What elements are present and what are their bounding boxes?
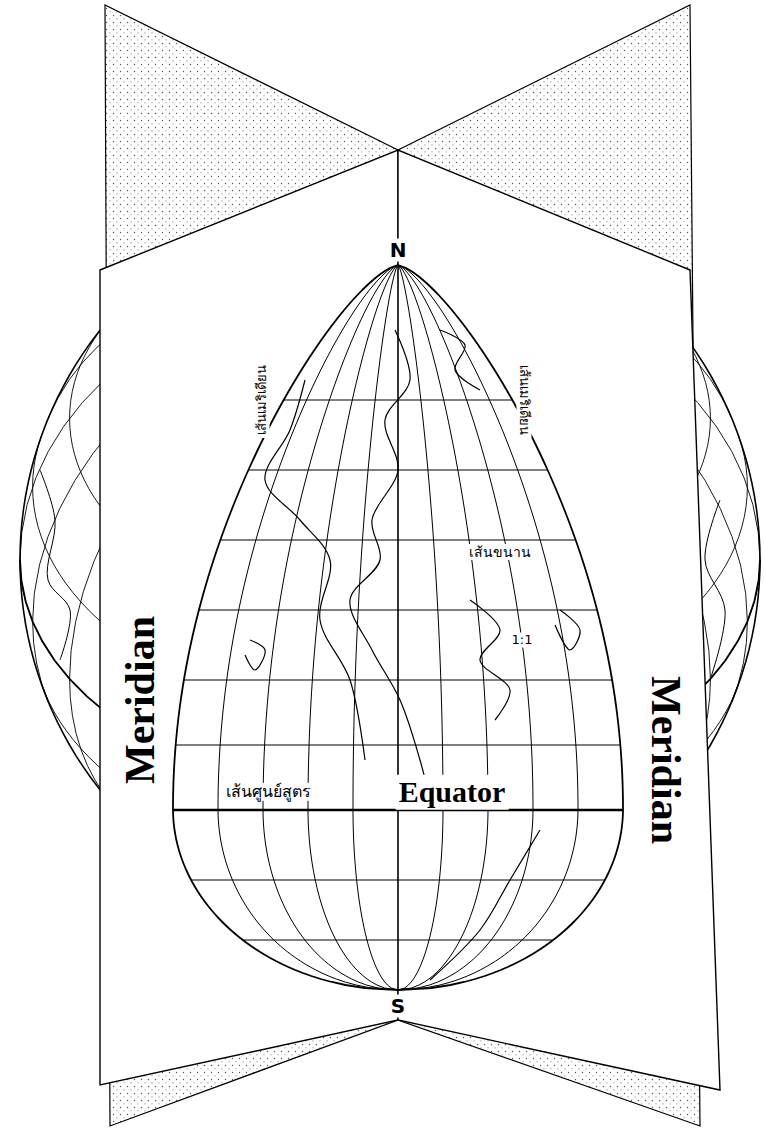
coastline [350, 330, 430, 800]
coastline [245, 640, 265, 670]
coastline [265, 380, 365, 760]
coastline [430, 830, 540, 980]
meridian-label: Meridian [116, 613, 164, 787]
gore-ground [173, 265, 623, 990]
meridian-label-thai: เส้นเมริเดียน [255, 362, 270, 438]
gore-parallel [158, 880, 638, 881]
gore-meridian [353, 265, 398, 990]
gore-meridian [218, 265, 398, 990]
gore-meridian [398, 265, 488, 990]
equator-label: Equator [396, 775, 509, 810]
gore-meridian [398, 265, 533, 990]
meridian-label-thai: เส้นเมริเดียน [517, 362, 532, 438]
gore-meridian [398, 265, 578, 990]
pole-letter: N [387, 239, 410, 262]
pole-letter: S [388, 995, 408, 1018]
gore-meridian [398, 265, 443, 990]
equator-label-thai: เส้นศูนย์สูตร [223, 783, 314, 801]
gore-parallel [158, 540, 638, 541]
coastline [705, 500, 725, 680]
gore-parallel [158, 610, 638, 611]
gore-parallel [158, 940, 638, 941]
scale-label: 1:1 [509, 633, 536, 648]
meridian-label: Meridian [642, 673, 690, 847]
gore-outline [173, 265, 623, 990]
gore-parallel [158, 680, 638, 681]
coastline [470, 600, 510, 720]
parallel-label-thai: เส้นขนาน [466, 544, 534, 560]
coastline [555, 610, 580, 650]
gore-parallel [158, 745, 638, 746]
gore-meridian [263, 265, 398, 990]
coastline [40, 470, 70, 660]
gore-meridian [397, 265, 399, 990]
